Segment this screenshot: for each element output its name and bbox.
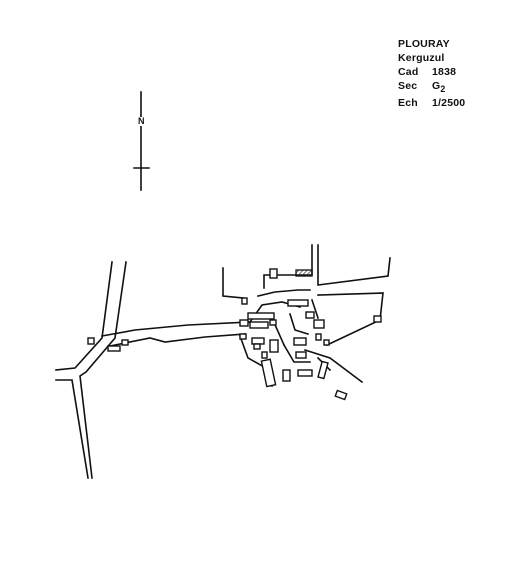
ech-label: Ech: [398, 97, 418, 110]
legend-lieu-row: Kerguzul: [398, 51, 465, 65]
building: [269, 268, 278, 279]
sec-subscript: 2: [440, 84, 446, 95]
legend-cad-row: Cad 1838: [398, 65, 465, 79]
building: [87, 337, 95, 345]
sec-value: G2: [432, 79, 445, 96]
west-road: [55, 261, 127, 479]
main-road: [101, 321, 251, 347]
building: [239, 333, 247, 340]
building: [305, 311, 315, 319]
north-label: N: [137, 116, 146, 126]
sec-label: Sec: [398, 80, 418, 92]
building: [295, 351, 307, 359]
building: [251, 337, 265, 345]
building: [315, 333, 322, 341]
place-name: Kerguzul: [398, 52, 445, 64]
building: [249, 321, 269, 329]
building: [121, 339, 129, 346]
building: [287, 299, 309, 307]
building: [282, 369, 291, 382]
legend-commune-row: PLOURAY: [398, 37, 465, 51]
legend-ech-row: Ech 1/2500: [398, 96, 465, 110]
north-arrow: [133, 91, 150, 191]
building: [239, 319, 249, 327]
building: [334, 389, 348, 401]
cad-label: Cad: [398, 66, 419, 78]
building: [269, 319, 277, 326]
legend-sec-row: Sec G2: [398, 79, 465, 96]
commune-name: PLOURAY: [398, 38, 450, 50]
cad-value: 1838: [432, 66, 457, 78]
building: [317, 360, 329, 380]
building: [313, 319, 325, 329]
sec-letter: G: [432, 80, 441, 92]
building: [107, 345, 121, 352]
map-legend: PLOURAY Kerguzul Cad 1838 Sec G2 Ech 1/2…: [398, 37, 465, 110]
building: [260, 358, 277, 388]
building: [261, 351, 268, 359]
building: [269, 339, 279, 353]
building: [373, 315, 382, 323]
ech-value: 1/2500: [432, 97, 466, 110]
buildings: [87, 268, 382, 401]
building: [297, 369, 313, 377]
building: [293, 337, 307, 346]
building: [241, 297, 248, 305]
hatched-building: [295, 269, 313, 277]
building: [253, 343, 261, 350]
building: [247, 312, 275, 320]
building: [323, 339, 330, 346]
